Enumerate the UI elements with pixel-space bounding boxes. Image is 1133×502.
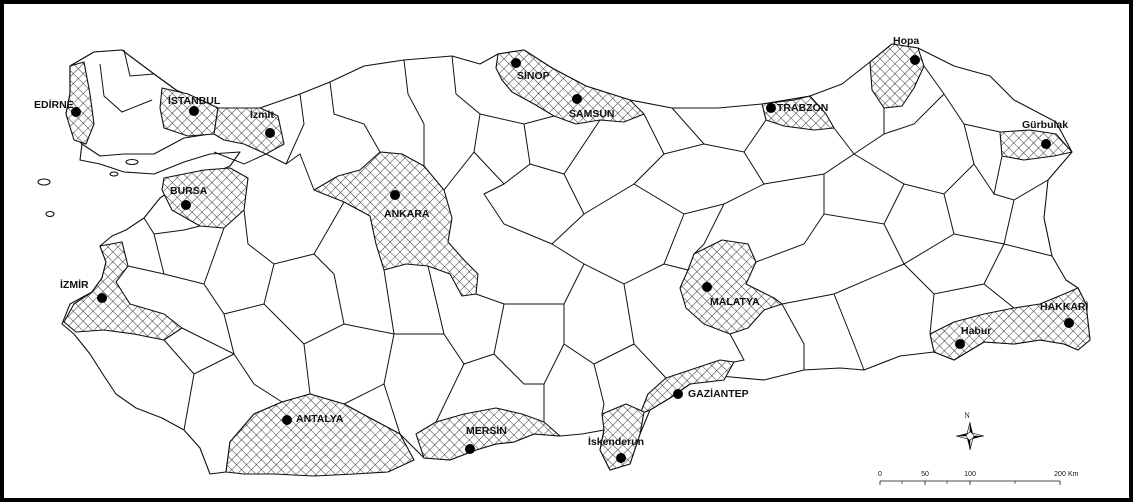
label-ankara: ANKARA (384, 208, 430, 220)
marker-samsun (572, 94, 582, 104)
scale-tick-50: 50 (921, 471, 929, 478)
region-habur-hakkari (929, 287, 1091, 361)
island (109, 171, 119, 177)
marker-trabzon (766, 103, 776, 113)
region-malatya (679, 239, 783, 335)
marker-hopa (910, 55, 920, 65)
label-samsun: SAMSUN (569, 108, 615, 120)
island (45, 210, 55, 218)
label-malatya: MALATYA (710, 296, 760, 308)
region-mersin (415, 407, 561, 461)
region-istanbul (159, 87, 219, 137)
label-bursa: BURSA (170, 185, 208, 197)
marker-mersin (465, 444, 475, 454)
marker-edirne (71, 107, 81, 117)
region-ankara (313, 151, 479, 297)
scale-bar: 0 50 100 200 Km (878, 471, 1079, 485)
marker-habur (955, 339, 965, 349)
region-gaziantep (639, 359, 735, 415)
turkey-map: EDİRNE İSTANBUL İzmit BURSA İZMİR ANKARA… (34, 35, 1091, 485)
label-antalya: ANTALYA (296, 413, 344, 425)
marker-hakkari (1064, 318, 1074, 328)
north-arrow: N (955, 411, 985, 451)
region-bursa (161, 167, 249, 229)
label-gaziantep: GAZİANTEP (688, 387, 749, 400)
marker-gaziantep (673, 389, 683, 399)
marker-izmir (97, 293, 107, 303)
marker-malatya (702, 282, 712, 292)
label-edirne: EDİRNE (34, 98, 74, 111)
scale-unit: Km (1068, 471, 1079, 478)
marker-iskenderun (616, 453, 626, 463)
label-habur: Habur (961, 325, 991, 337)
region-edirne (65, 61, 95, 145)
label-iskenderun: İskenderun (588, 435, 644, 448)
region-izmir (63, 241, 183, 341)
island (37, 178, 51, 186)
city-markers (71, 55, 1074, 463)
province-boundaries (99, 49, 1053, 435)
scale-tick-200: 200 (1054, 471, 1066, 478)
marker-istanbul (189, 106, 199, 116)
scale-tick-100: 100 (964, 471, 976, 478)
marker-sinop (511, 58, 521, 68)
marker-antalya (282, 415, 292, 425)
label-izmir: İZMİR (60, 278, 89, 291)
scale-tick-0: 0 (878, 471, 882, 478)
island (125, 158, 139, 166)
region-gurbulak (999, 129, 1073, 161)
region-iskenderun (599, 403, 645, 471)
label-hopa: Hopa (893, 35, 919, 47)
marker-izmit (265, 128, 275, 138)
marker-ankara (390, 190, 400, 200)
label-sinop: SİNOP (517, 69, 550, 82)
label-trabzon: TRABZON (777, 102, 828, 114)
label-hakkari: HAKKARİ (1040, 300, 1088, 313)
label-izmit: İzmit (250, 108, 274, 121)
marker-gurbulak (1041, 139, 1051, 149)
north-label: N (964, 411, 970, 420)
label-istanbul: İSTANBUL (168, 94, 221, 107)
label-gurbulak: Gürbulak (1022, 119, 1068, 131)
label-mersin: MERSİN (466, 424, 507, 437)
marker-bursa (181, 200, 191, 210)
